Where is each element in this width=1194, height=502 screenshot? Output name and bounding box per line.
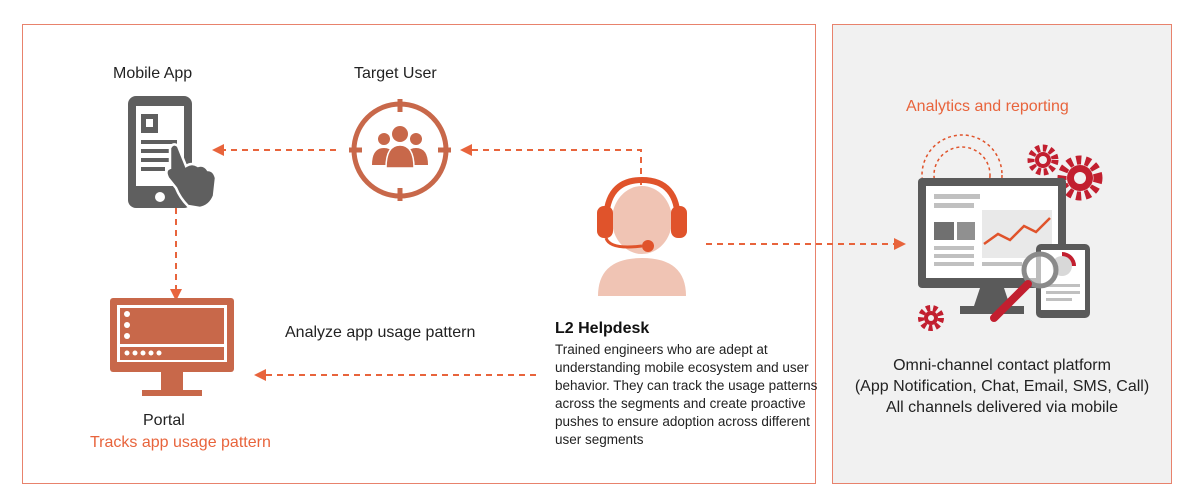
analyze-label: Analyze app usage pattern (285, 324, 476, 341)
left-panel (22, 24, 816, 484)
gear-icon (1057, 155, 1103, 201)
target-user-label: Target User (354, 65, 437, 82)
mobile-phone-icon (128, 96, 218, 210)
portal-subtitle: Tracks app usage pattern (90, 434, 271, 451)
gear-icon (918, 305, 944, 331)
helpdesk-description: Trained engineers who are adept at under… (555, 342, 818, 447)
mobile-app-label: Mobile App (113, 65, 193, 82)
analytics-label: Analytics and reporting (906, 98, 1069, 115)
omni-line-1: Omni-channel contact platform (893, 357, 1111, 374)
omni-line-3: All channels delivered via mobile (885, 399, 1119, 416)
magnifier-icon (990, 251, 1059, 322)
helpdesk-title: L2 Helpdesk (555, 320, 650, 337)
omni-line-2: (App Notification, Chat, Email, SMS, Cal… (854, 378, 1150, 395)
portal-label: Portal (143, 412, 185, 429)
omni-channel-label: Omni-channel contact platform (App Notif… (832, 355, 1172, 418)
right-panel (832, 24, 1172, 484)
portal-monitor-icon (110, 298, 234, 396)
connector-arrows (170, 144, 906, 381)
analytics-dashboard-illustration (918, 134, 1103, 331)
target-user-icon (349, 99, 451, 201)
arrow-helpdesk-to-target-user (460, 144, 642, 185)
helpdesk-agent-icon (597, 176, 687, 296)
gear-icon (1027, 144, 1059, 176)
